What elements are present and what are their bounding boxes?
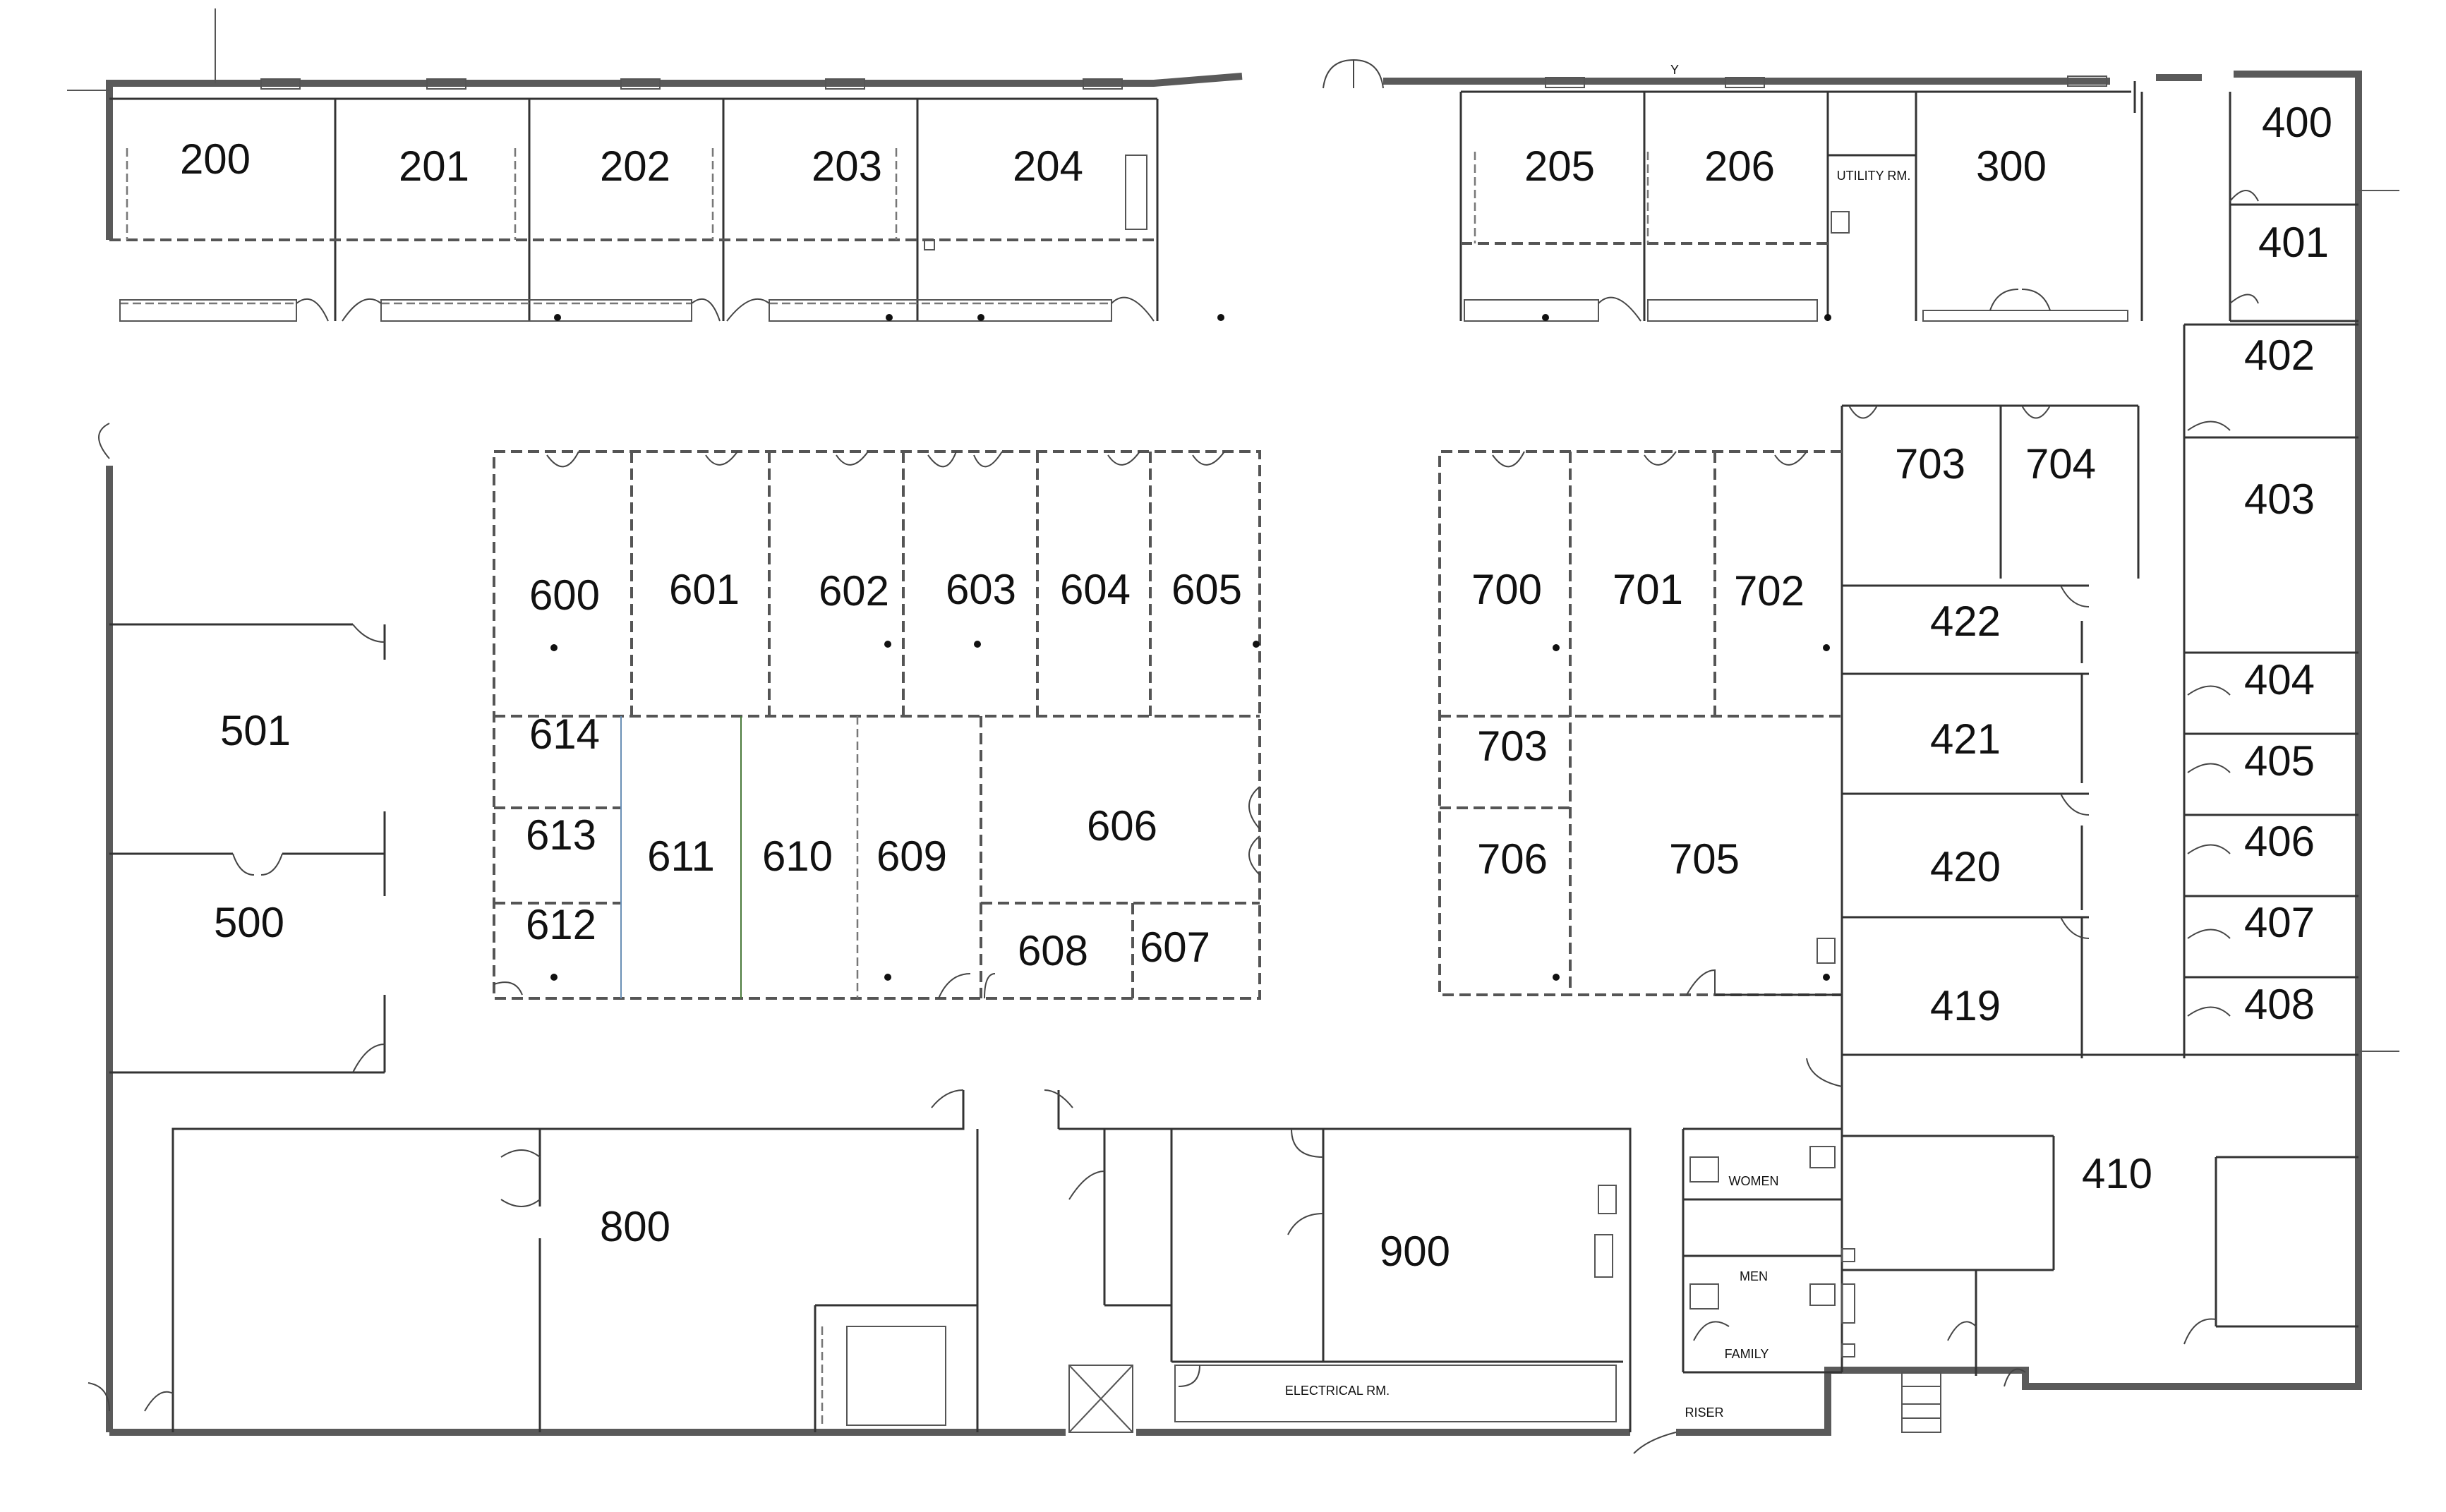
top-row-west (109, 78, 1224, 322)
room-label-610: 610 (762, 833, 833, 880)
room-label-400: 400 (2262, 99, 2332, 146)
room-label-205: 205 (1524, 143, 1595, 190)
room-label-206: 206 (1704, 143, 1775, 190)
room-label-men: MEN (1740, 1269, 1768, 1283)
rooms-600 (493, 450, 1261, 1000)
room-label-704: 704 (2025, 440, 2096, 488)
room-label-electrical: ELECTRICAL RM. (1285, 1384, 1390, 1398)
room-label-614: 614 (529, 710, 600, 758)
rooms-700 (1438, 450, 1842, 996)
exterior-walls (67, 8, 2399, 1436)
room-label-701: 701 (1613, 566, 1683, 613)
room-label-401: 401 (2258, 219, 2329, 266)
room-label-607: 607 (1140, 924, 1210, 971)
room-label-602: 602 (819, 567, 889, 615)
room-label-200: 200 (180, 135, 251, 183)
room-label-201: 201 (399, 143, 469, 190)
room-label-606: 606 (1087, 802, 1157, 849)
room-label-421: 421 (1930, 715, 2001, 763)
room-label-900: 900 (1380, 1228, 1450, 1275)
room-label-402: 402 (2244, 332, 2315, 379)
room-label-410: 410 (2082, 1150, 2152, 1197)
room-label-405: 405 (2244, 737, 2315, 785)
room-label-603: 603 (946, 566, 1016, 613)
room-label-422: 422 (1930, 598, 2001, 645)
room-label-600: 600 (529, 571, 600, 619)
room-label-612: 612 (526, 901, 596, 948)
room-label-501: 501 (220, 707, 291, 754)
room-label-riser: RISER (1685, 1405, 1723, 1420)
room-label-utility: UTILITY RM. (1837, 169, 1911, 183)
rooms-800-900 (88, 1089, 1632, 1433)
north-mark: Y (1670, 63, 1679, 77)
center-east-rooms (1840, 404, 2184, 1058)
room-label-611: 611 (647, 833, 715, 880)
room-label-204: 204 (1013, 143, 1083, 190)
entrance-door-right (1353, 59, 1384, 89)
room-label-608: 608 (1018, 927, 1088, 974)
room-label-702: 702 (1734, 567, 1805, 615)
room-label-406: 406 (2244, 818, 2315, 865)
room-label-700: 700 (1471, 566, 1542, 613)
room-label-408: 408 (2244, 981, 2315, 1028)
room-label-202: 202 (600, 143, 670, 190)
room-label-500: 500 (214, 899, 284, 946)
east-rooms-400 (2183, 92, 2358, 1058)
room-label-703-lower: 703 (1477, 722, 1548, 770)
room-label-613: 613 (526, 811, 596, 859)
room-labels: 200 201 202 203 204 205 206 UTILITY RM. … (180, 63, 2332, 1420)
room-label-706: 706 (1477, 835, 1548, 883)
room-label-family: FAMILY (1725, 1347, 1769, 1361)
top-row-east (1459, 75, 2143, 322)
room-label-601: 601 (669, 566, 740, 613)
rooms-500 (98, 423, 386, 1074)
room-label-800: 800 (600, 1203, 670, 1250)
room-label-605: 605 (1171, 566, 1242, 613)
restroom-block (1633, 1058, 2358, 1454)
room-label-609: 609 (876, 833, 947, 880)
room-label-403: 403 (2244, 476, 2315, 523)
room-label-407: 407 (2244, 899, 2315, 946)
room-label-women: WOMEN (1729, 1174, 1779, 1188)
room-label-203: 203 (812, 143, 882, 190)
room-label-404: 404 (2244, 656, 2315, 703)
room-label-419: 419 (1930, 982, 2001, 1029)
room-label-300: 300 (1976, 143, 2047, 190)
room-label-604: 604 (1060, 566, 1131, 613)
room-label-420: 420 (1930, 843, 2001, 890)
room-label-703-upper: 703 (1895, 440, 1965, 488)
room-label-705: 705 (1669, 835, 1740, 883)
entrance-door-left (1323, 59, 1354, 89)
